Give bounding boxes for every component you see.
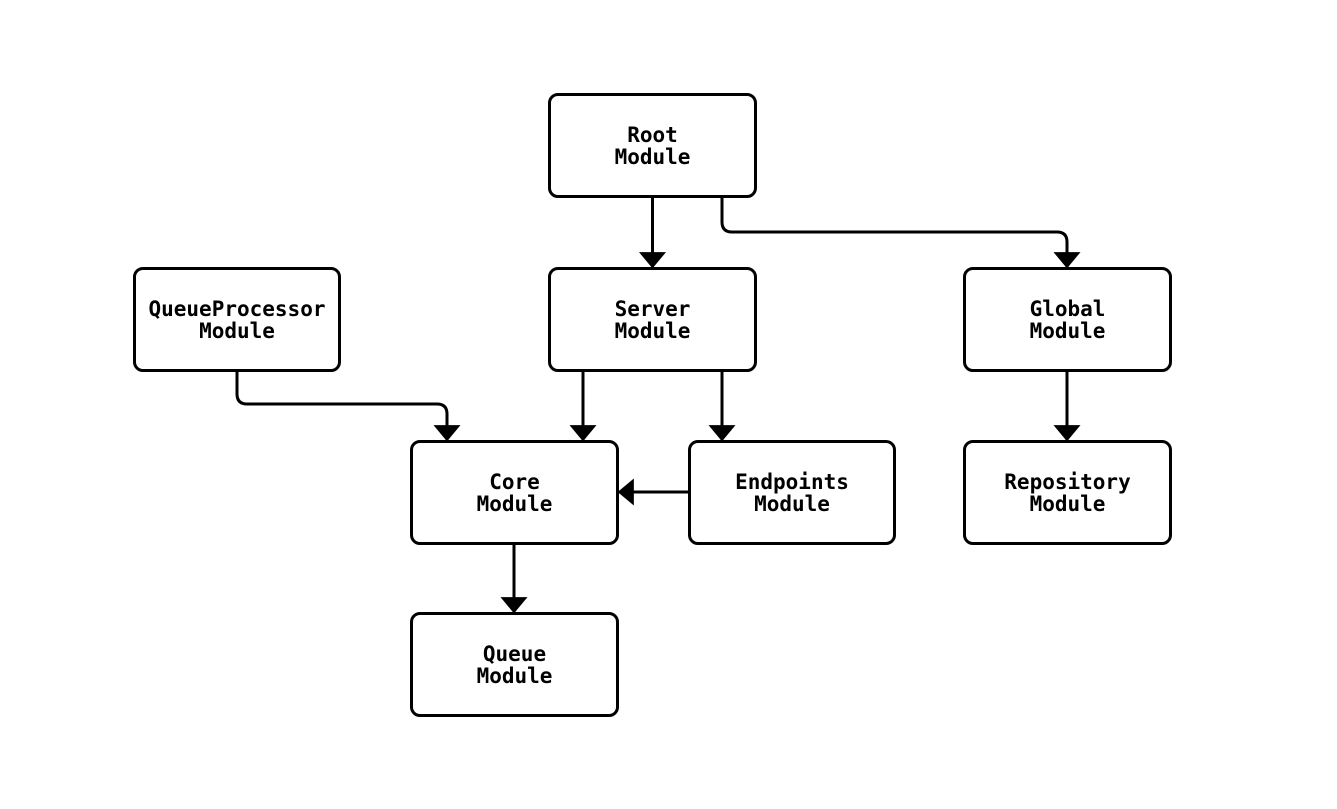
node-queue-module: Queue Module	[410, 612, 619, 717]
edge-root-to-global	[720, 198, 1081, 269]
node-core-module-label: Core Module	[476, 469, 553, 516]
node-global-module-label: Global Module	[1029, 296, 1106, 343]
edge-queueprocessor-to-core	[235, 372, 461, 442]
node-endpoints-module-label: Endpoints Module	[735, 469, 849, 516]
node-repository-module-label: Repository Module	[1004, 469, 1131, 516]
node-server-module-label: Server Module	[614, 296, 691, 343]
node-root-module-label: Root Module	[614, 122, 691, 169]
node-core-module: Core Module	[410, 440, 619, 545]
node-root-module: Root Module	[548, 93, 757, 198]
node-queueprocessor-module-label: QueueProcessor Module	[148, 296, 326, 343]
node-queueprocessor-module: QueueProcessor Module	[133, 267, 341, 372]
node-repository-module: Repository Module	[963, 440, 1172, 545]
node-server-module: Server Module	[548, 267, 757, 372]
node-endpoints-module: Endpoints Module	[688, 440, 896, 545]
node-global-module: Global Module	[963, 267, 1172, 372]
node-queue-module-label: Queue Module	[476, 641, 553, 688]
